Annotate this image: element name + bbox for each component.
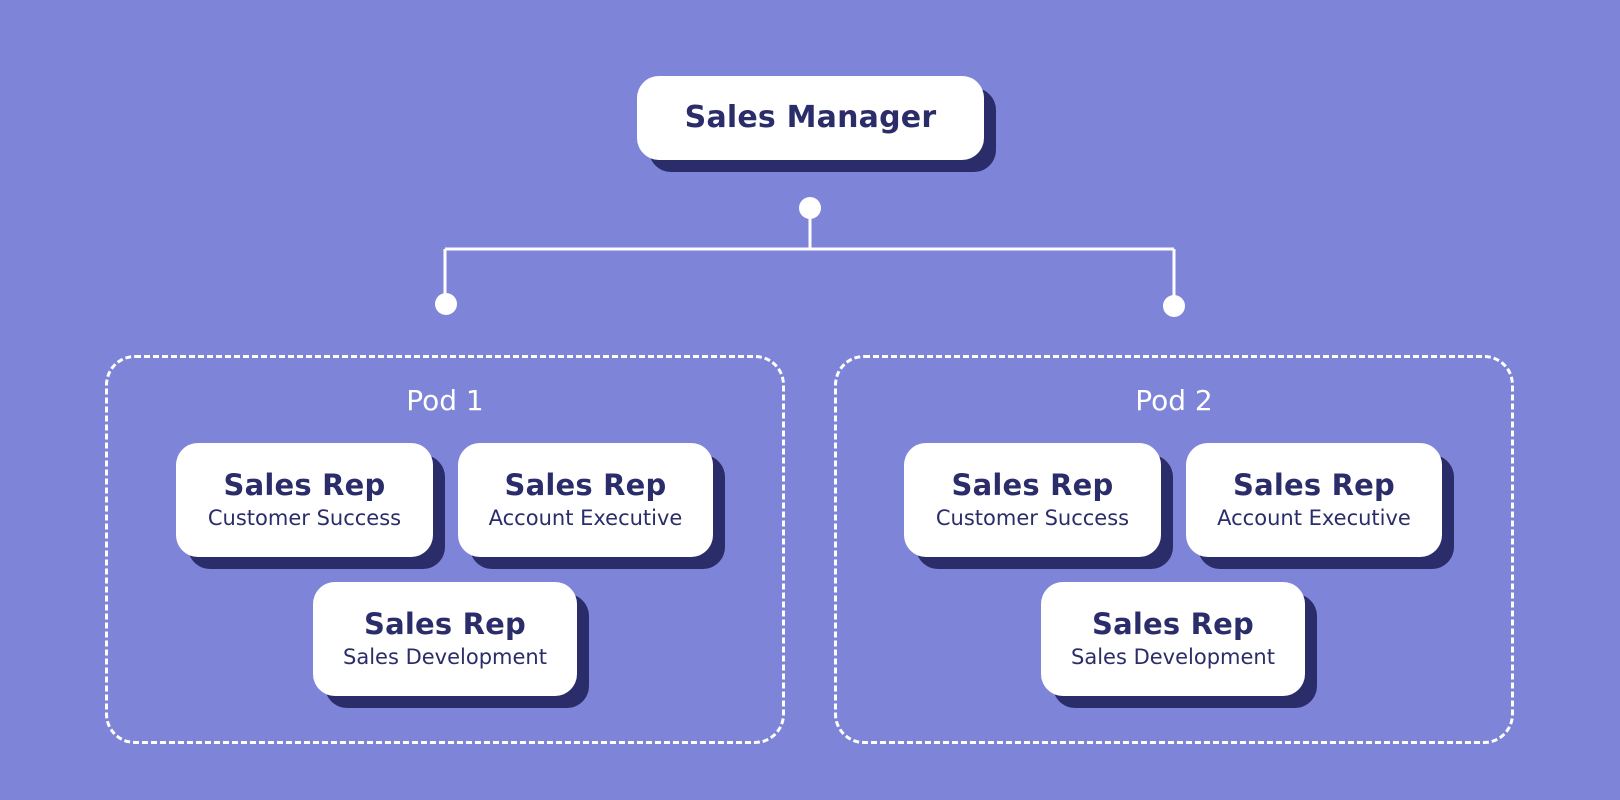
pod-2-container [834, 355, 1514, 744]
rep-role: Account Executive [1217, 506, 1411, 530]
rep-title: Sales Rep [1092, 607, 1254, 641]
manager-to-pods-connector [443, 208, 1176, 305]
sales-manager-card: Sales Manager [637, 76, 984, 160]
rep-title: Sales Rep [1233, 468, 1395, 502]
pod-1-container [105, 355, 785, 744]
pod-1-rep-sales-development-card: Sales Rep Sales Development [313, 582, 577, 696]
pod-2-connector-dot [1163, 295, 1185, 317]
rep-role: Customer Success [207, 506, 402, 530]
pod-2-rep-account-executive-card: Sales Rep Account Executive [1186, 443, 1442, 557]
pod-1-connector-dot [435, 293, 457, 315]
rep-role: Customer Success [935, 506, 1130, 530]
pod-1-label: Pod 1 [406, 384, 484, 417]
sales-manager-title: Sales Manager [684, 100, 937, 135]
pod-1-rep-customer-success-card: Sales Rep Customer Success [176, 443, 433, 557]
pod-2-rep-sales-development-card: Sales Rep Sales Development [1041, 582, 1305, 696]
rep-title: Sales Rep [223, 468, 386, 502]
rep-title: Sales Rep [504, 468, 667, 502]
pod-2-label: Pod 2 [1135, 384, 1213, 417]
rep-role: Sales Development [343, 645, 547, 669]
rep-role: Account Executive [488, 506, 683, 530]
rep-title: Sales Rep [364, 607, 526, 641]
rep-role: Sales Development [1071, 645, 1275, 669]
pod-2-rep-customer-success-card: Sales Rep Customer Success [904, 443, 1161, 557]
pod-1-rep-account-executive-card: Sales Rep Account Executive [458, 443, 713, 557]
rep-title: Sales Rep [951, 468, 1114, 502]
manager-connector-dot [799, 197, 821, 219]
